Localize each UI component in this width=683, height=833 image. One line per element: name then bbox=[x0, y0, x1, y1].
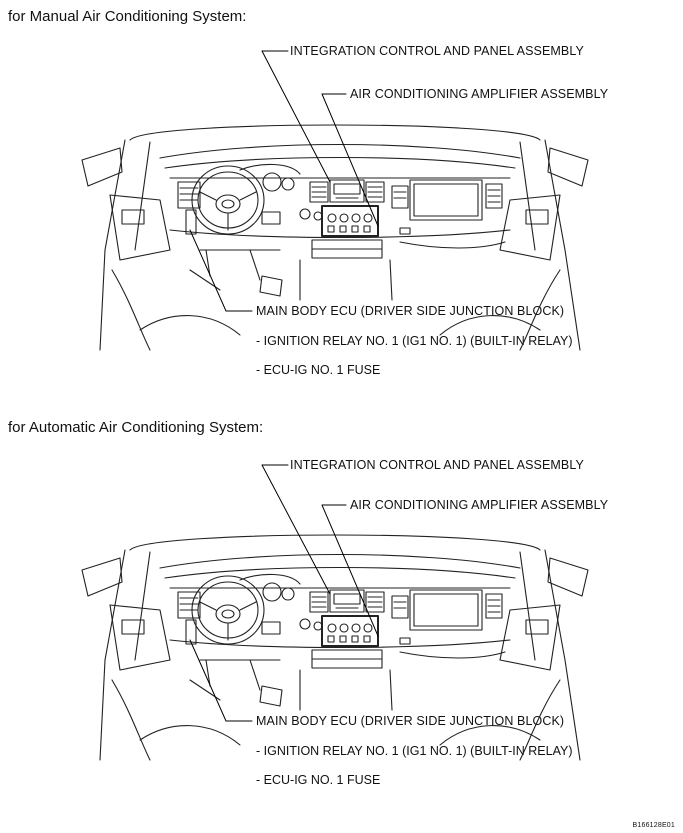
automatic-relay-note: - IGNITION RELAY NO. 1 (IG1 NO. 1) (BUIL… bbox=[256, 744, 573, 758]
automatic-dashboard-drawing bbox=[81, 534, 589, 761]
automatic-amplifier-leader bbox=[321, 504, 379, 637]
manual-dashboard-drawing bbox=[81, 124, 589, 351]
manual-amplifier-leader bbox=[321, 93, 379, 227]
automatic-fuse-note: - ECU-IG NO. 1 FUSE bbox=[256, 773, 381, 787]
manual-ecu-callout: MAIN BODY ECU (DRIVER SIDE JUNCTION BLOC… bbox=[256, 304, 565, 318]
manual-integration-callout: INTEGRATION CONTROL AND PANEL ASSEMBLY bbox=[290, 44, 584, 58]
automatic-integration-leader bbox=[261, 464, 331, 595]
manual-amplifier-callout: AIR CONDITIONING AMPLIFIER ASSEMBLY bbox=[350, 87, 609, 101]
manual-integration-leader bbox=[261, 50, 331, 183]
automatic-section-heading: for Automatic Air Conditioning System: bbox=[8, 419, 264, 436]
manual-relay-note: - IGNITION RELAY NO. 1 (IG1 NO. 1) (BUIL… bbox=[256, 334, 573, 348]
figure-id: B166128E01 bbox=[632, 822, 675, 829]
automatic-integration-callout: INTEGRATION CONTROL AND PANEL ASSEMBLY bbox=[290, 458, 584, 472]
automatic-amplifier-callout: AIR CONDITIONING AMPLIFIER ASSEMBLY bbox=[350, 498, 609, 512]
automatic-ecu-leader bbox=[189, 639, 253, 722]
manual-fuse-note: - ECU-IG NO. 1 FUSE bbox=[256, 363, 381, 377]
automatic-ecu-callout: MAIN BODY ECU (DRIVER SIDE JUNCTION BLOC… bbox=[256, 714, 565, 728]
manual-ecu-leader bbox=[189, 229, 253, 312]
manual-section-heading: for Manual Air Conditioning System: bbox=[8, 8, 247, 25]
